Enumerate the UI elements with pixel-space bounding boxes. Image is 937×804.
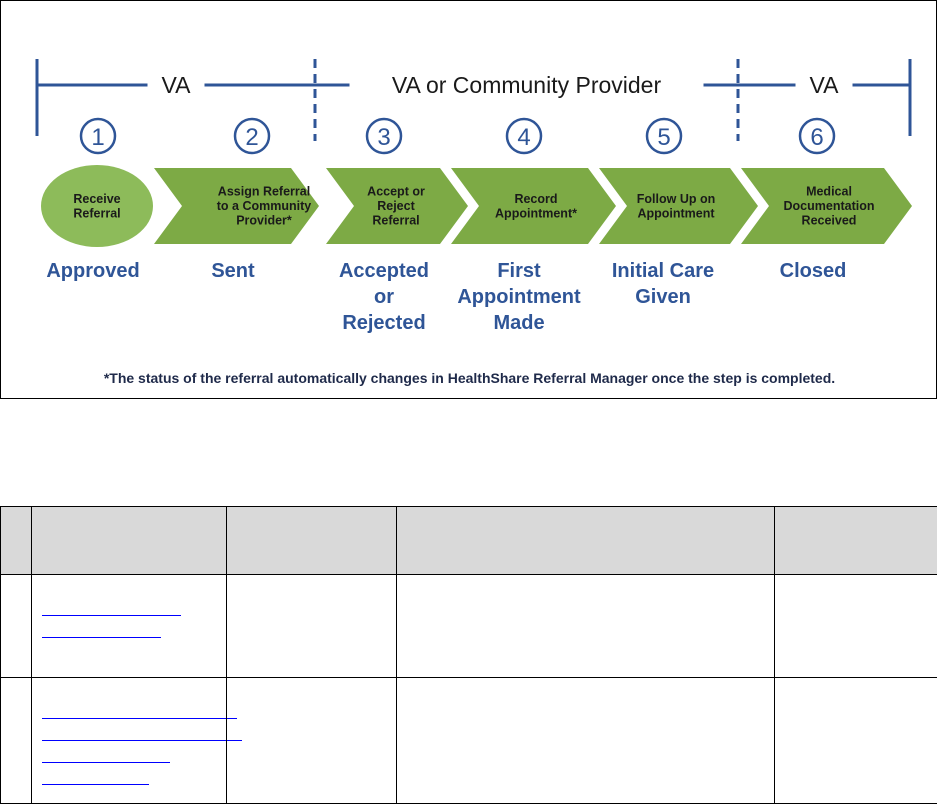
- table-cell: [775, 678, 937, 804]
- header-cell-2: [32, 507, 227, 575]
- table-cell: [397, 678, 775, 804]
- segment-label: VA: [810, 72, 840, 98]
- step-text: Follow Up on: [637, 192, 715, 206]
- segment-label: VA or Community Provider: [392, 72, 662, 98]
- step-number: 3: [377, 124, 390, 151]
- step-number: 5: [657, 124, 670, 151]
- step-number: 6: [810, 124, 823, 151]
- step-text: Received: [802, 214, 857, 228]
- table-cell: [1, 575, 32, 678]
- step-text: Medical: [806, 185, 852, 199]
- link[interactable]: [42, 741, 170, 763]
- segment-label: VA: [162, 72, 192, 98]
- table-row: [1, 575, 937, 678]
- link[interactable]: [42, 763, 149, 785]
- header-cell-3: [227, 507, 397, 575]
- step-text: to a Community: [217, 199, 311, 213]
- table-row: [1, 678, 937, 804]
- table-cell: [1, 678, 32, 804]
- step-text: Referral: [372, 214, 419, 228]
- table-cell: [32, 678, 227, 804]
- status-label: Approved: [18, 258, 168, 284]
- header-cell-5: [775, 507, 937, 575]
- step-text: Assign Referral: [218, 185, 310, 199]
- header-cell-1: [1, 507, 32, 575]
- figure-footnote: *The status of the referral automaticall…: [1, 370, 937, 386]
- step-number: 2: [245, 124, 258, 151]
- step-text: Reject: [377, 199, 415, 213]
- table-cell: [227, 575, 397, 678]
- table-cell: [397, 575, 775, 678]
- step-text: Provider*: [236, 214, 292, 228]
- link[interactable]: [42, 719, 242, 741]
- step-text: Appointment*: [495, 206, 577, 220]
- step-text: Record: [514, 192, 557, 206]
- header-cell-4: [397, 507, 775, 575]
- table-cell: [227, 678, 397, 804]
- step-text: Documentation: [784, 199, 875, 213]
- step-text: Appointment: [637, 206, 715, 220]
- step-number: 4: [517, 124, 530, 151]
- link[interactable]: [42, 616, 161, 638]
- link[interactable]: [42, 697, 237, 719]
- step-text: Accept or: [367, 185, 425, 199]
- step-text: Receive: [73, 192, 120, 206]
- step-text: Referral: [73, 206, 120, 220]
- link[interactable]: [42, 594, 181, 616]
- status-label: Closed: [738, 258, 888, 284]
- table-cell: [32, 575, 227, 678]
- referral-table: [0, 506, 937, 804]
- table-cell: [775, 575, 937, 678]
- status-label: Sent: [158, 258, 308, 284]
- step-number: 1: [91, 124, 104, 151]
- table-header-row: [1, 507, 937, 575]
